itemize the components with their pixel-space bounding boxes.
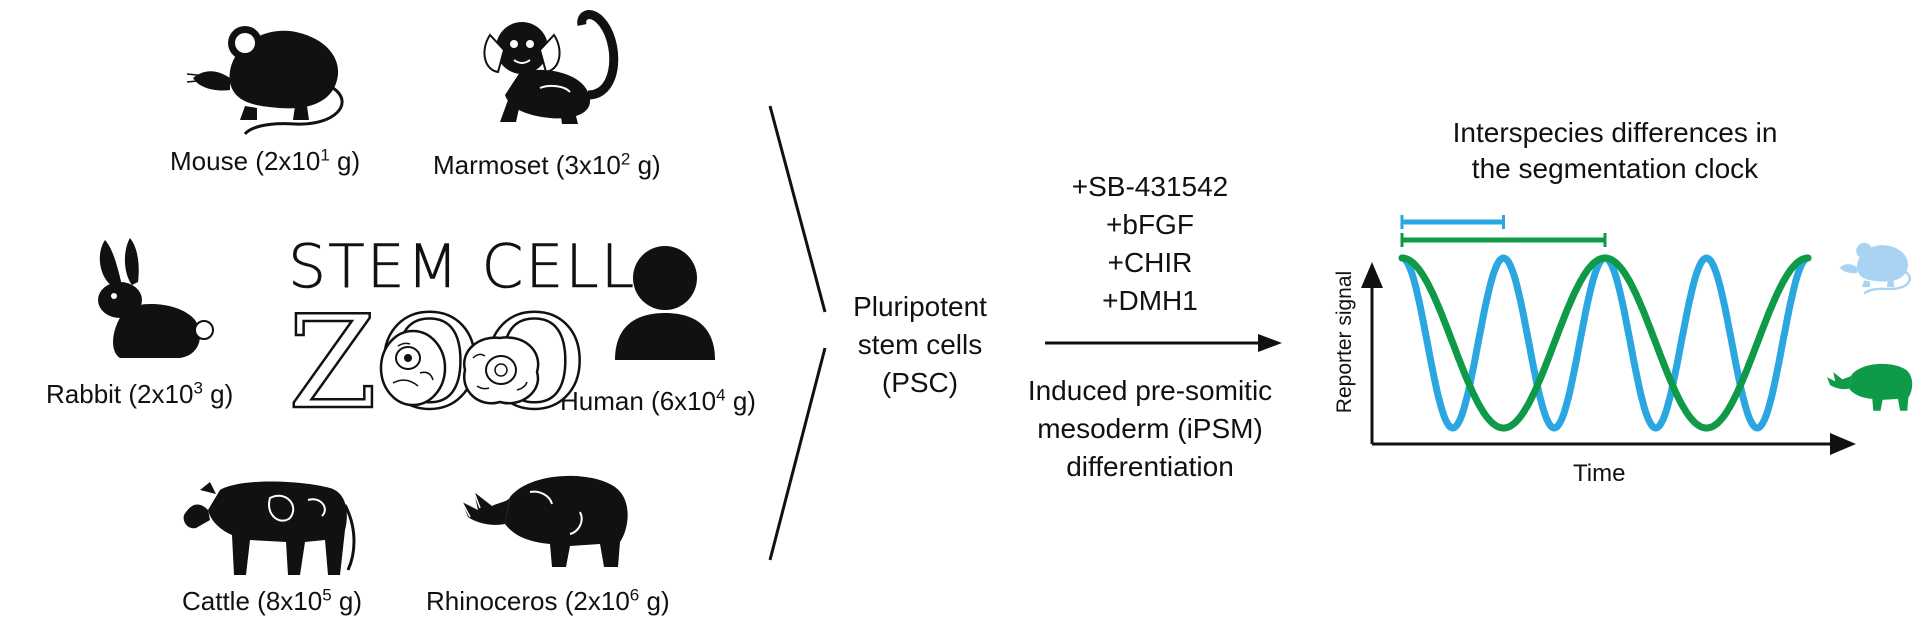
rhinoceros-marker-icon — [1827, 363, 1913, 411]
factor-item: +bFGF — [1106, 209, 1194, 240]
marmoset-label: Marmoset (3x102 g) — [433, 149, 661, 180]
rabbit-label: Rabbit (2x103 g) — [46, 378, 234, 409]
rhinoceros-icon — [461, 475, 628, 567]
marmoset-icon — [483, 10, 619, 124]
human-icon — [615, 246, 715, 360]
x-axis-arrow — [1830, 433, 1856, 455]
period-bar-1 — [1400, 233, 1607, 247]
cell-icon — [379, 329, 447, 407]
series-line-1 — [1398, 254, 1812, 432]
period-bar-0 — [1400, 215, 1505, 229]
logo-title: STEM CELL — [288, 232, 637, 303]
factor-item: +DMH1 — [1102, 285, 1198, 316]
rhinoceros-label: Rhinoceros (2x106 g) — [426, 585, 670, 616]
series-line-0 — [1398, 254, 1812, 432]
factor-list: +SB-431542 +bFGF +CHIR +DMH1 — [1050, 168, 1250, 320]
y-axis-arrow — [1361, 262, 1383, 288]
cell-icon-2 — [462, 336, 540, 405]
mouse-label: Mouse (2x101 g) — [170, 145, 361, 176]
factor-item: +SB-431542 — [1071, 171, 1229, 202]
y-axis-label: Reporter signal — [1333, 270, 1356, 414]
cattle-label: Cattle (8x105 g) — [182, 585, 363, 616]
factor-item: +CHIR — [1107, 247, 1193, 278]
psc-label: Pluripotent stem cells (PSC) — [853, 291, 987, 398]
clock-title: Interspecies differences in the segmenta… — [1452, 117, 1778, 184]
rabbit-icon — [98, 238, 214, 358]
human-label: Human (6x104 g) — [560, 385, 756, 416]
cattle-icon — [183, 481, 356, 575]
differentiation-label: Induced pre-somitic mesoderm (iPSM) diff… — [1027, 375, 1273, 482]
x-axis-label: Time — [1573, 460, 1626, 487]
mouse-marker-icon — [1839, 242, 1912, 295]
mouse-icon — [186, 26, 344, 136]
